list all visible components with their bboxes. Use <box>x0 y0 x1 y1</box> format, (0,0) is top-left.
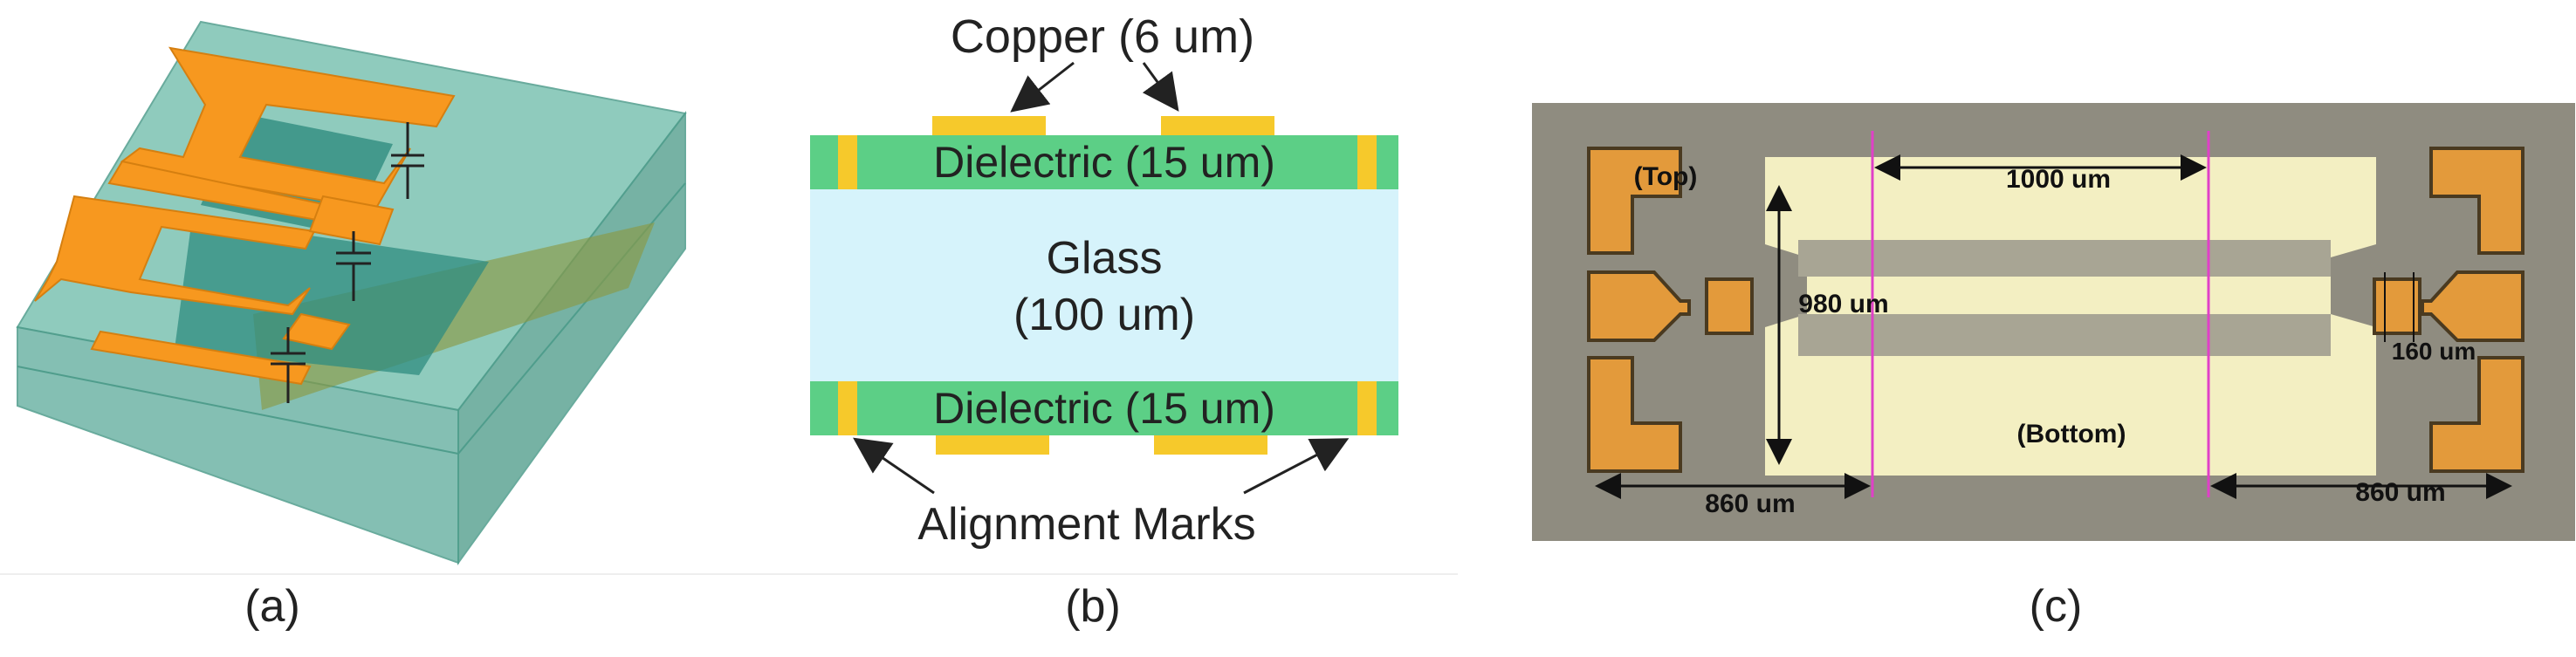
dim-1000-label: 1000 um <box>2006 165 2111 194</box>
substrate-side-face <box>457 111 686 566</box>
right-middle-pad <box>2421 270 2524 342</box>
left-small-pad <box>1705 277 1754 335</box>
bottom-label: (Bottom) <box>2017 420 2126 448</box>
lower-metal-trace <box>90 330 312 386</box>
top-copper-pad-right <box>1161 116 1274 135</box>
glass-label-line2: (100 um) <box>1013 290 1195 340</box>
dim-860-right-label: 860 um <box>2355 478 2445 507</box>
glass-layer <box>810 189 1398 381</box>
bottom-dielectric-label: Dielectric (15 um) <box>933 384 1275 433</box>
top-dielectric-layer <box>810 135 1398 189</box>
panel-a-3d-model <box>0 0 716 576</box>
center-pad <box>308 195 395 246</box>
left-bottom-pad <box>1587 356 1682 473</box>
copper-label: Copper (6 um) <box>951 10 1254 63</box>
top-label: (Top) <box>1634 162 1698 191</box>
lower-stub <box>282 312 351 351</box>
bottom-dielectric-layer <box>810 381 1398 435</box>
caption-c: (c) <box>2029 581 2083 632</box>
top-metal-trace <box>120 46 456 211</box>
top-dielectric-label: Dielectric (15 um) <box>933 138 1275 187</box>
panel-b-cross-section: Copper (6 um) Dielectric (15 um) Glass (… <box>716 0 1458 576</box>
bottom-copper-pad-left <box>936 435 1049 455</box>
alignment-mark-top-right <box>1357 135 1377 189</box>
alignment-marks-label: Alignment Marks <box>917 499 1255 550</box>
dim-980-label: 980 um <box>1798 290 1888 318</box>
capacitor-icon-2 <box>336 231 371 301</box>
alignment-mark-top-left <box>838 135 857 189</box>
lower-channel <box>1798 314 2331 356</box>
capacitor-icon-3 <box>271 327 306 403</box>
panel-divider <box>0 573 1458 575</box>
copper-arrow-right <box>1142 62 1179 112</box>
upper-channel <box>1798 240 2331 277</box>
bottom-copper-pad-right <box>1154 435 1267 455</box>
copper-arrow-left <box>1010 61 1075 113</box>
middle-metal-trace <box>34 195 316 316</box>
alignment-arrow-left <box>853 437 935 495</box>
alignment-mark-bottom-left <box>838 381 857 435</box>
cross-section-diagram: Copper (6 um) Dielectric (15 um) Glass (… <box>810 10 1398 550</box>
lower-square-area <box>175 218 489 375</box>
capacitor-icon-1 <box>391 122 424 199</box>
glass-label-line1: Glass <box>1047 233 1163 284</box>
3d-model-illustration <box>16 20 687 566</box>
alignment-arrow-right <box>1243 438 1350 495</box>
panel-c-micrograph: (Top) 1000 um 980 um 160 um (Bottom) 860… <box>1458 0 2576 576</box>
left-middle-pad <box>1587 270 1691 342</box>
dim-860-left-label: 860 um <box>1705 489 1795 518</box>
top-copper-pad-left <box>932 116 1046 135</box>
caption-b: (b) <box>1065 581 1121 632</box>
left-top-pad <box>1587 147 1682 255</box>
alignment-mark-bottom-right <box>1357 381 1377 435</box>
micrograph-image: (Top) 1000 um 980 um 160 um (Bottom) 860… <box>1532 103 2575 541</box>
right-bottom-pad <box>2429 356 2524 473</box>
caption-a: (a) <box>244 581 300 632</box>
right-top-pad <box>2429 147 2524 255</box>
right-small-pad <box>2373 277 2421 335</box>
dim-160-label: 160 um <box>2392 338 2476 365</box>
center-line <box>1824 277 2313 314</box>
